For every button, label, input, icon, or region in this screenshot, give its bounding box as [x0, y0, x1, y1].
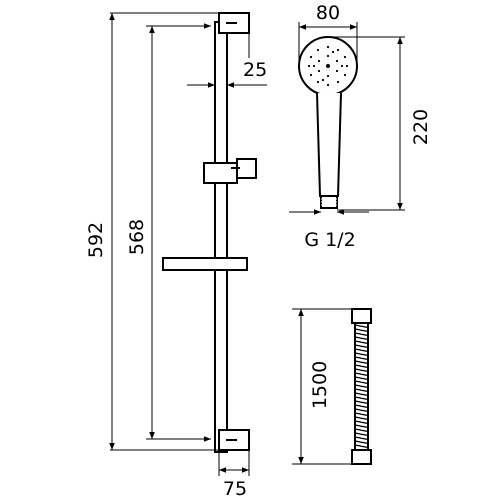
hose-bottom-nut — [351, 449, 372, 465]
hose-coil — [354, 332, 369, 337]
hole-spacing-label: 568 — [126, 219, 148, 255]
wall-offset-dimension: 25 — [187, 33, 267, 88]
hose-coil — [354, 444, 369, 449]
slide-rail-assembly — [162, 12, 257, 453]
slide-rail — [214, 21, 228, 453]
total-height-label: 592 — [85, 222, 107, 258]
hose-coil — [354, 420, 369, 425]
hose-coil — [354, 380, 369, 385]
hose-top-nut — [351, 308, 372, 324]
hose-length-dimension: 1500 — [292, 308, 352, 465]
hose-coil — [354, 400, 369, 405]
hose-coil — [354, 408, 369, 413]
hose-coil — [354, 404, 369, 409]
hose-coil — [354, 364, 369, 369]
shower-holder-slider — [203, 158, 257, 184]
hose-coil — [354, 356, 369, 361]
handle-length-dimension: 220 — [328, 36, 432, 211]
handle-length-label: 220 — [410, 109, 432, 145]
hose-coil — [354, 384, 369, 389]
hose-coil — [354, 392, 369, 397]
hose-coil — [354, 376, 369, 381]
hose-coil — [354, 340, 369, 345]
hose-coil — [354, 424, 369, 429]
hose-coil — [354, 372, 369, 377]
hose-coil — [354, 396, 369, 401]
hose-coil — [354, 328, 369, 333]
hose-coil — [354, 324, 369, 329]
hose-coil — [354, 436, 369, 441]
hose-coil — [354, 348, 369, 353]
thread-label: G 1/2 — [304, 229, 355, 251]
total-height-dimension: 592 — [85, 12, 219, 451]
wall-offset-label: 25 — [243, 59, 267, 81]
soap-dish — [162, 257, 248, 271]
hose-coil — [354, 416, 369, 421]
hose-coil — [354, 368, 369, 373]
hand-shower — [298, 36, 358, 209]
shower-hose — [351, 308, 372, 465]
hose-coil — [354, 336, 369, 341]
hose-coil — [354, 388, 369, 393]
hose-coils — [354, 324, 369, 449]
hole-spacing-dimension: 568 — [126, 23, 211, 442]
hose-coil — [354, 360, 369, 365]
shower-nozzles — [307, 45, 349, 87]
hose-length-label: 1500 — [309, 361, 331, 409]
bracket-width-dimension: 75 — [218, 450, 250, 500]
shower-handle — [316, 92, 342, 197]
hose-coil — [354, 412, 369, 417]
thread-dimension: G 1/2 — [289, 209, 369, 251]
head-diameter-dimension: 80 — [298, 2, 358, 64]
hose-coil — [354, 344, 369, 349]
head-diameter-label: 80 — [316, 2, 340, 24]
hose-coil — [354, 428, 369, 433]
hose-coil — [354, 440, 369, 445]
bracket-width-label: 75 — [223, 478, 247, 500]
hose-coil — [354, 432, 369, 437]
hose-coil — [354, 352, 369, 357]
